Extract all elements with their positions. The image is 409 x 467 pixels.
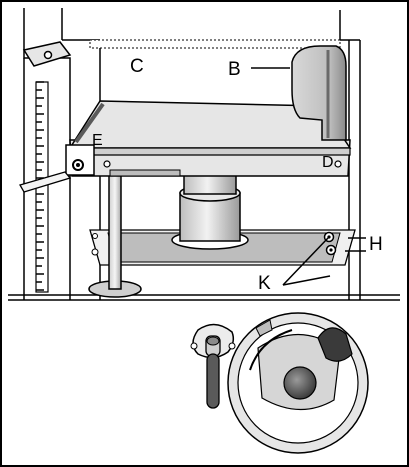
- blade-guard-b: [291, 45, 347, 141]
- upper-bracket: [22, 41, 72, 67]
- callout-b: B: [228, 59, 241, 80]
- callout-d: D: [322, 154, 334, 171]
- callout-k: K: [258, 273, 271, 294]
- edge-mount-e: [19, 144, 95, 193]
- handwheel: [227, 312, 369, 454]
- upper-teeth-band: [89, 39, 341, 49]
- callout-c: C: [130, 56, 144, 77]
- trunnion-column: [171, 171, 249, 250]
- lock-lever: [190, 323, 236, 409]
- table-top: [68, 100, 352, 156]
- callout-e: E: [92, 132, 103, 149]
- callout-h: H: [369, 234, 383, 255]
- leader-lines: [251, 67, 366, 286]
- machine-frame: [8, 8, 400, 301]
- support-post: [88, 169, 142, 298]
